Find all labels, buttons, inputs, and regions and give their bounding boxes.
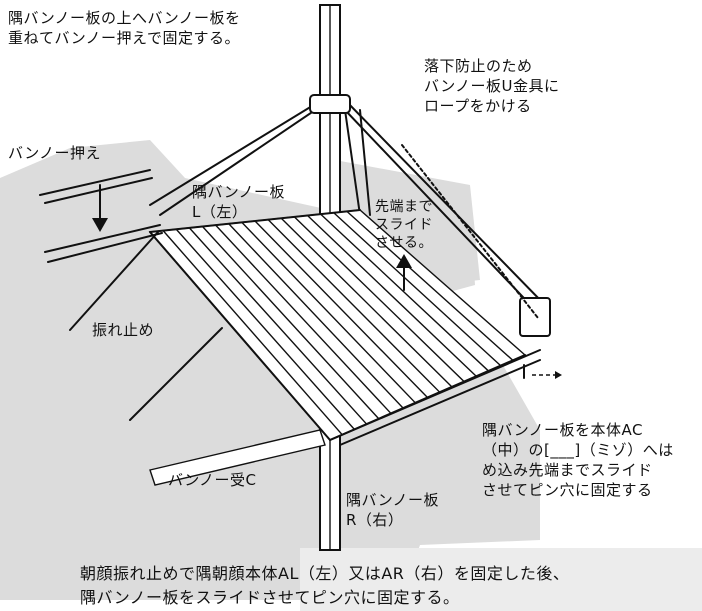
bannou-uke-label: バンノー受C: [168, 471, 257, 489]
board-slat: [162, 230, 343, 436]
corner-board-right-line-1: 隅バンノー板: [346, 491, 440, 509]
corner-board-left-line-2: L（左）: [192, 203, 248, 221]
bottom-instruction: 朝顔振れ止めで隅朝顔本体AL（左）又はAR（右）を固定した後、 隅バンノー板をス…: [80, 562, 569, 610]
fix-to-body-line-1: 隅バンノー板を本体AC: [482, 421, 643, 439]
top-instruction-line-1: 隅バンノー板の上へバンノー板を: [8, 9, 241, 27]
corner-board-right-line-2: R（右）: [346, 511, 404, 529]
board-slat: [267, 219, 441, 393]
corner-board-left-line-1: 隅バンノー板: [192, 183, 286, 201]
furedome-label: 振れ止め: [92, 321, 155, 339]
top-instruction-line-2: 重ねてバンノー押えで固定する。: [8, 29, 241, 47]
bannou-osae-label: バンノー押え: [8, 144, 102, 162]
rope-note: 落下防止のため バンノー板U金具に ロープをかける: [424, 56, 559, 116]
board-slat: [320, 213, 489, 372]
bottom-instruction-line-1: 朝顔振れ止めで隅朝顔本体AL（左）又はAR（右）を固定した後、: [80, 564, 570, 583]
corner-board: [148, 209, 527, 441]
board-slat: [333, 212, 502, 367]
board-slat: [293, 216, 465, 383]
board-slat: [188, 227, 368, 425]
brace-furedome: [69, 231, 223, 421]
lower-right-frame: [329, 349, 562, 446]
bannou-osae-rail: [39, 169, 163, 263]
board-slat: [241, 221, 416, 404]
board-slat: [280, 217, 453, 388]
board-slat: [215, 224, 392, 414]
fix-to-body-line-2: （中）の[___]（ミゾ）へは: [482, 441, 674, 459]
slide-to-tip-line-3: させる。: [375, 235, 433, 251]
board-slat: [254, 220, 429, 398]
board-slat: [346, 210, 514, 361]
bottom-instruction-line-2: 隅バンノー板をスライドさせてピン穴に固定する。: [80, 588, 460, 607]
gray-background-bottom-band: [300, 548, 702, 611]
rope-note-line-1: 落下防止のため: [424, 57, 533, 75]
corner-board-left-label: 隅バンノー板 L（左）: [192, 182, 285, 222]
bannou-uke-rail: [149, 429, 326, 486]
rope-note-line-3: ロープをかける: [424, 97, 532, 115]
fix-to-body-note: 隅バンノー板を本体AC （中）の[___]（ミゾ）へは め込み先端までスライド …: [482, 420, 674, 500]
fix-to-body-line-4: させてピン穴に固定する: [482, 481, 653, 499]
slide-to-tip-label: 先端まで スライド させる。: [375, 198, 433, 252]
slide-to-tip-line-2: スライド: [375, 217, 433, 233]
board-slat: [175, 228, 355, 430]
gray-background-shape-right: [380, 200, 475, 300]
up-arrow-icon: [396, 254, 412, 291]
corner-board-right-label: 隅バンノー板 R（右）: [346, 490, 439, 530]
board-slat: [307, 214, 477, 377]
top-instruction: 隅バンノー板の上へバンノー板を 重ねてバンノー押えで固定する。: [8, 8, 241, 48]
board-slat: [201, 226, 380, 420]
safety-rope: [401, 144, 539, 319]
fix-to-body-line-3: め込み先端までスライド: [482, 461, 653, 479]
down-arrow-icon: [92, 184, 108, 232]
board-slat: [228, 223, 404, 409]
upper-frame: [149, 94, 551, 337]
slide-to-tip-line-1: 先端まで: [375, 199, 433, 215]
rope-note-line-2: バンノー板U金具に: [424, 77, 560, 95]
